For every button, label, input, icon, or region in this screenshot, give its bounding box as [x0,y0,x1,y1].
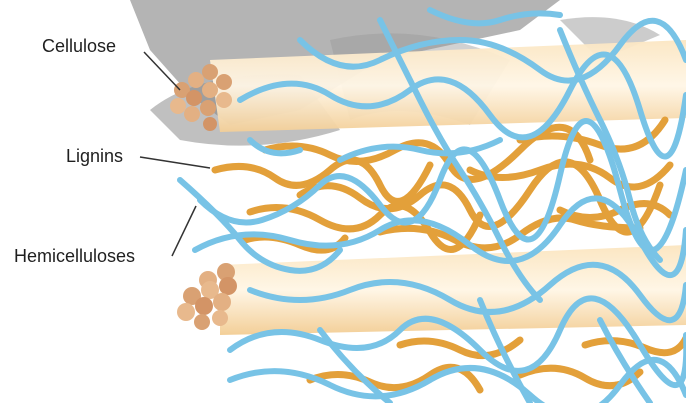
lignins-leader-line [140,157,210,168]
cellulose-label: Cellulose [42,36,116,56]
hemicelluloses-label: Hemicelluloses [14,246,135,266]
lignins-label: Lignins [66,146,123,166]
hemicelluloses-leader-line [172,206,196,256]
